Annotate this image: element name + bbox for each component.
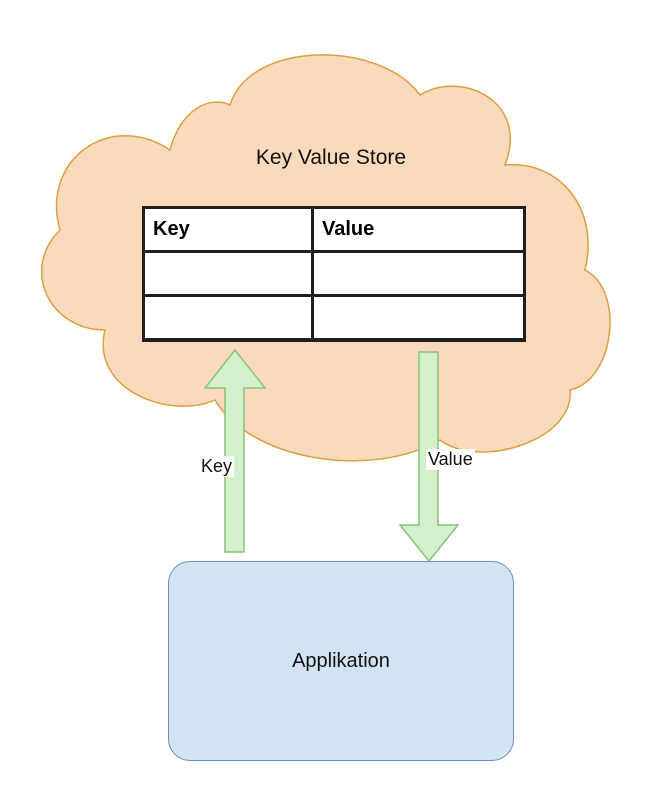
table-cell: [311, 250, 526, 297]
header-value: Value: [311, 206, 526, 253]
key-value-table: Key Value: [142, 206, 526, 342]
key-arrow: [203, 348, 267, 553]
application-label: Applikation: [292, 649, 390, 672]
value-arrow-label: Value: [426, 449, 475, 470]
table-cell: [311, 294, 526, 342]
table-cell: [142, 250, 314, 297]
table-row: [142, 250, 526, 297]
application-box: Applikation: [168, 561, 514, 761]
cloud-title: Key Value Store: [255, 146, 407, 169]
header-key: Key: [142, 206, 314, 253]
table-cell: [142, 294, 314, 342]
key-arrow-label: Key: [199, 456, 235, 477]
table-header-row: Key Value: [142, 206, 526, 253]
table-row: [142, 294, 526, 342]
